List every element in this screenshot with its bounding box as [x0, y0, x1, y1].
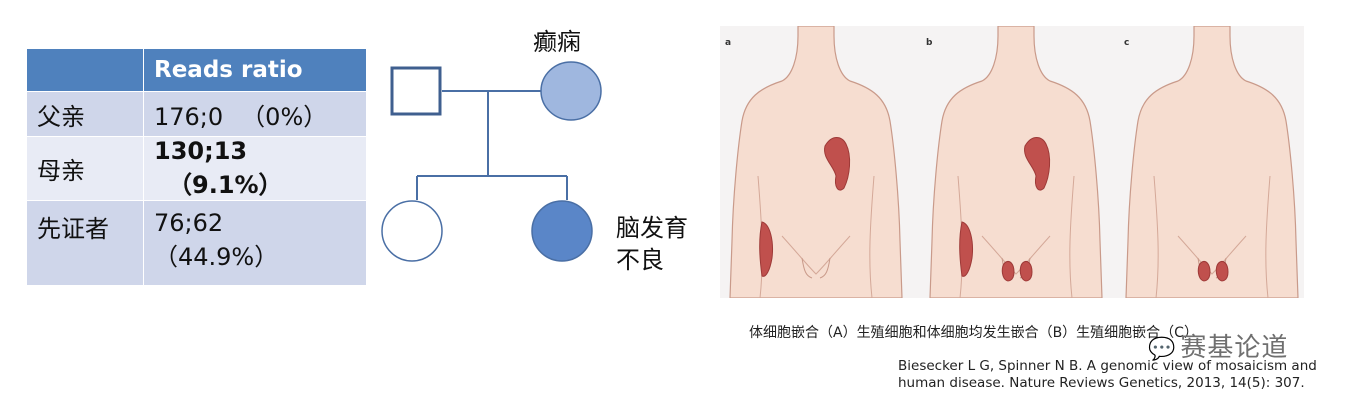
reads-ratio-table: Reads ratio 父亲 176;0 （0%） 母亲 130;13 （9.1%）…: [26, 48, 367, 286]
table-header-empty: [26, 48, 144, 92]
sibling-circle: [381, 200, 443, 262]
row-label-proband: 先证者: [26, 200, 144, 286]
watermark-text: 赛基论道: [1180, 333, 1289, 363]
table-header-row: Reads ratio: [26, 48, 367, 92]
figure-caption: 体细胞嵌合（A）生殖细胞和体细胞均发生嵌合（B）生殖细胞嵌合（C）: [749, 325, 1198, 341]
table-row: 父亲 176;0 （0%）: [26, 91, 367, 137]
father-square: [390, 66, 442, 116]
panel-letter-a: a: [725, 38, 732, 48]
value-percent: （0%）: [241, 102, 328, 131]
table-row: 母亲 130;13 （9.1%）: [26, 136, 367, 201]
mosaicism-torsos: [729, 26, 1299, 298]
proband-phenotype-label-line2: 不良: [616, 246, 664, 274]
value-percent: （9.1%）: [168, 171, 283, 199]
value-reads: 76;62: [154, 209, 224, 237]
watermark: 💬赛基论道: [1148, 327, 1288, 364]
value-reads: 130;13: [154, 137, 248, 165]
panel-letter-b: b: [926, 38, 933, 48]
table-row: 先证者 76;62 （44.9%）: [26, 200, 367, 286]
torso-panel-a: [729, 26, 903, 298]
value-percent: （44.9%）: [154, 243, 279, 271]
table-header-reads-ratio: Reads ratio: [143, 48, 367, 92]
mother-phenotype-label: 癫痫: [533, 28, 581, 56]
pedigree-lines: [416, 90, 568, 200]
panel-letter-c: c: [1124, 38, 1130, 48]
proband-phenotype-label-line1: 脑发育: [616, 214, 688, 242]
reference-line-2: human disease. Nature Reviews Genetics, …: [898, 375, 1305, 391]
mother-circle-affected: [540, 61, 602, 121]
pedigree-diagram: [381, 61, 602, 262]
reference-line-1: Biesecker L G, Spinner N B. A genomic vi…: [898, 358, 1317, 374]
row-value-father: 176;0 （0%）: [143, 91, 367, 137]
row-value-proband: 76;62 （44.9%）: [143, 200, 367, 286]
row-value-mother: 130;13 （9.1%）: [143, 136, 367, 201]
torso-panel-b: [929, 26, 1103, 298]
torso-panel-c: [1125, 26, 1299, 298]
row-label-father: 父亲: [26, 91, 144, 137]
row-label-mother: 母亲: [26, 136, 144, 201]
proband-circle-affected: [531, 200, 593, 262]
value-reads: 176;0: [154, 102, 224, 131]
chat-bubble-icon: 💬: [1148, 337, 1177, 362]
